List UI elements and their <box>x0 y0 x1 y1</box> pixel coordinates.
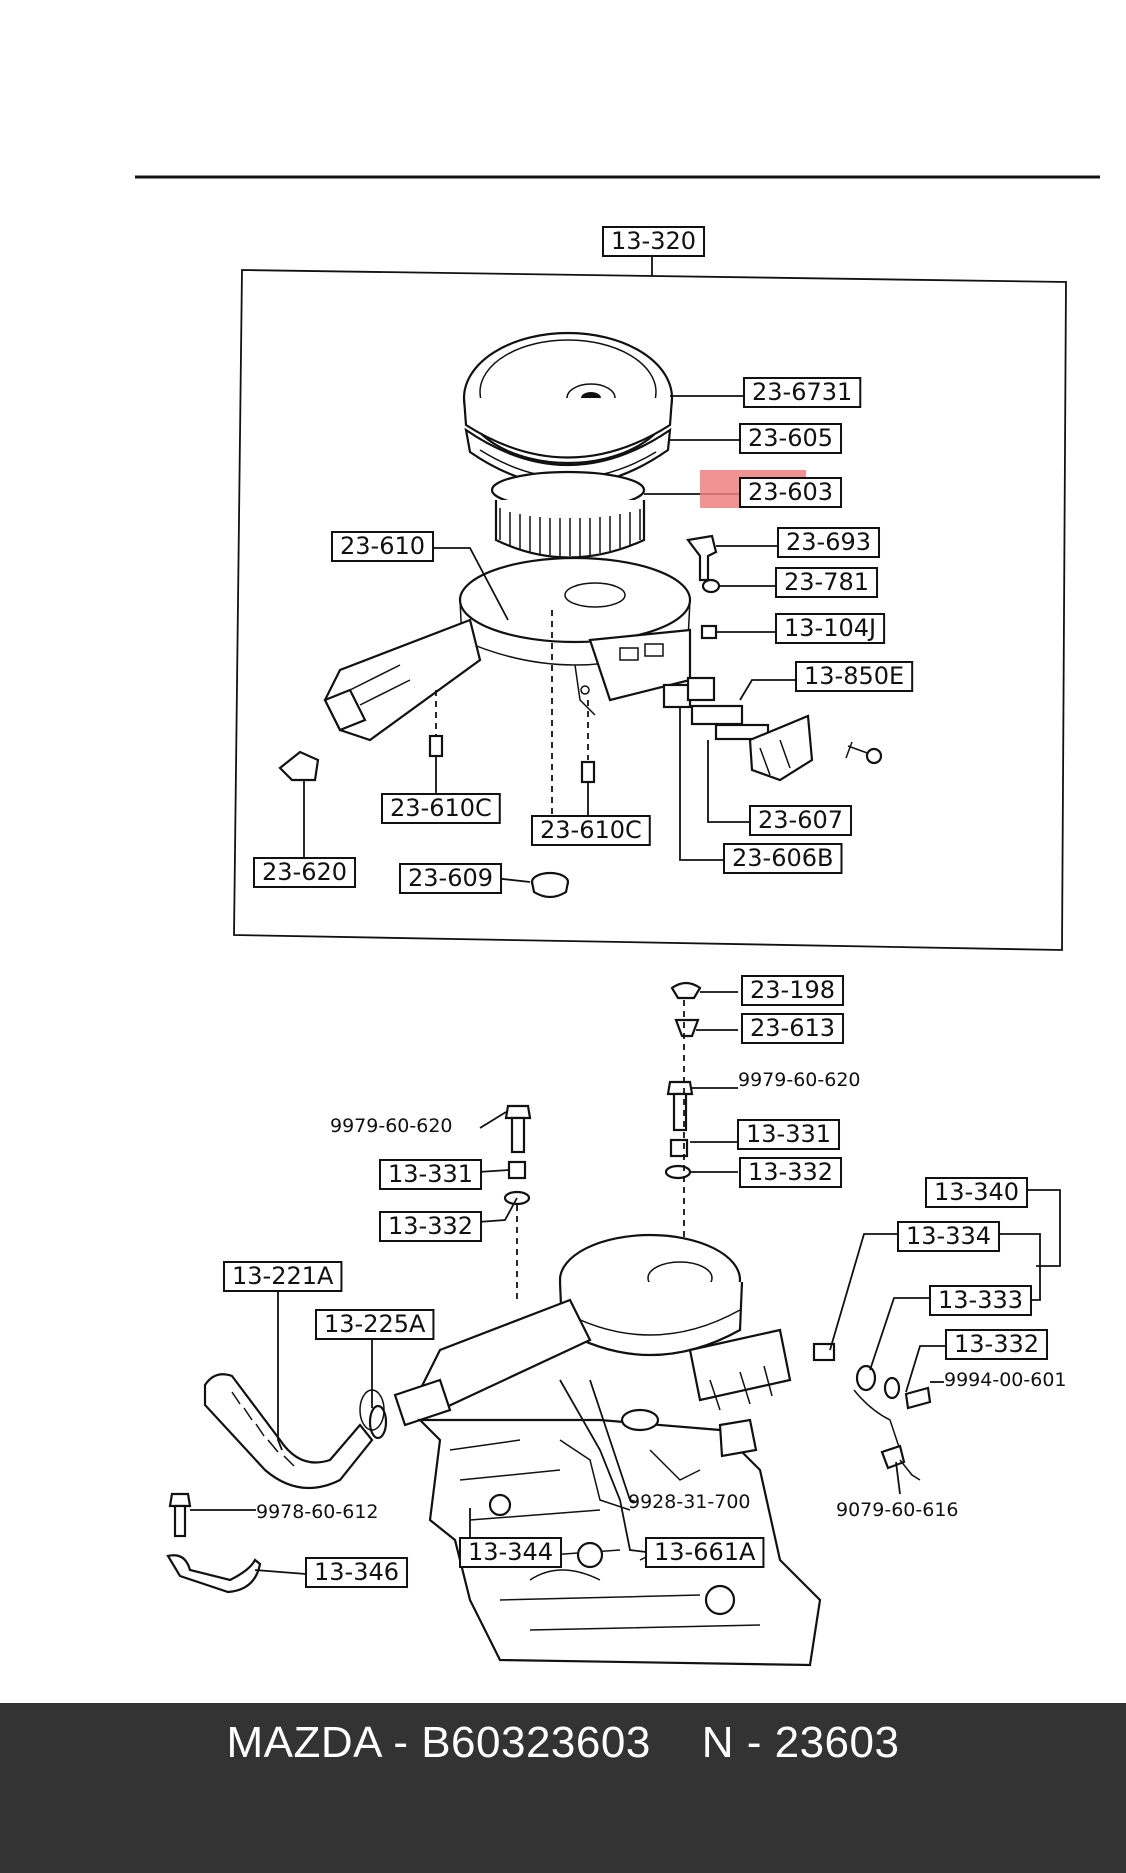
callout-label-13-334: 13-334 <box>906 1222 991 1250</box>
callout-label-23-198: 23-198 <box>750 976 835 1004</box>
air-duct-hose <box>203 1373 388 1490</box>
air-cleaner-housing <box>323 556 692 742</box>
callout-box <box>925 1177 1029 1208</box>
callout-box <box>315 1309 435 1340</box>
callout-label-13-332: 13-332 <box>388 1212 473 1240</box>
callout-box <box>741 975 845 1006</box>
callout-label-13-346: 13-346 <box>314 1558 399 1586</box>
engine-assembly <box>393 1233 822 1667</box>
callout-label-23-610: 23-610 <box>340 532 425 560</box>
callout-box <box>795 661 914 692</box>
air-filter-element <box>490 470 646 559</box>
callout-label-23-605: 23-605 <box>748 424 833 452</box>
callout-box <box>739 477 843 508</box>
callout-label-23-610c: 23-610C <box>540 816 642 844</box>
callout-box <box>381 793 501 824</box>
callout-label-23-620: 23-620 <box>262 858 347 886</box>
callout-box <box>723 843 843 874</box>
callout-box <box>775 613 886 644</box>
callout-label-13-333: 13-333 <box>938 1286 1023 1314</box>
callout-box <box>929 1285 1033 1316</box>
callout-box <box>602 226 706 257</box>
callout-box <box>379 1159 483 1190</box>
left-bolt-stack <box>166 1492 262 1594</box>
callout-label-13-332: 13-332 <box>954 1330 1039 1358</box>
callout-label-23-613: 23-613 <box>750 1014 835 1042</box>
callout-label-13-225a: 13-225A <box>324 1310 426 1338</box>
callout-label-23-6731: 23-6731 <box>752 378 852 406</box>
callout-label-9994-00-601: 9994-00-601 <box>944 1369 1067 1391</box>
callout-box <box>741 1013 845 1044</box>
callout-label-13-104j: 13-104J <box>784 614 876 642</box>
right-bracket-parts <box>812 1342 932 1481</box>
small-fittings <box>278 534 883 899</box>
callout-label-13-221a: 13-221A <box>232 1262 334 1290</box>
callout-box <box>645 1537 765 1568</box>
callout-box <box>379 1211 483 1242</box>
callout-label-13-850e: 13-850E <box>804 662 904 690</box>
callout-box <box>459 1537 563 1568</box>
leader-lines <box>190 395 1061 1575</box>
callout-label-13-331: 13-331 <box>746 1120 831 1148</box>
callout-label-9979-60-620: 9979-60-620 <box>738 1069 861 1091</box>
callout-box <box>399 863 503 894</box>
callout-box <box>739 423 843 454</box>
callout-label-13-344: 13-344 <box>468 1538 553 1566</box>
callout-label-23-693: 23-693 <box>786 528 871 556</box>
callout-box <box>743 377 862 408</box>
air-cleaner-cover <box>462 331 674 465</box>
callout-label-9928-31-700: 9928-31-700 <box>628 1491 751 1513</box>
footer-bar: MAZDA - B60323603 N - 23603 <box>0 1703 1126 1873</box>
callout-box <box>305 1557 409 1588</box>
callout-box <box>749 805 853 836</box>
callout-labels: 13-320 23-6731 23-605 23-603 23-693 23-781 13-… <box>223 226 1067 1588</box>
callout-label-23-610c: 23-610C <box>390 794 492 822</box>
callout-label-9978-60-612: 9978-60-612 <box>256 1501 379 1523</box>
callout-label-13-332: 13-332 <box>748 1158 833 1186</box>
callout-box <box>945 1329 1049 1360</box>
callout-box <box>253 857 357 888</box>
callout-box <box>777 527 881 558</box>
callout-box <box>531 815 651 846</box>
callout-box <box>775 567 879 598</box>
callout-box <box>897 1221 1001 1252</box>
upper-bolt-stack <box>503 981 702 1206</box>
callout-label-23-606b: 23-606B <box>732 844 833 872</box>
callout-label-13-331: 13-331 <box>388 1160 473 1188</box>
callout-label-13-340: 13-340 <box>934 1178 1019 1206</box>
callout-box <box>737 1119 841 1150</box>
callout-label-23-609: 23-609 <box>408 864 493 892</box>
assembly-frame <box>233 269 1067 951</box>
callout-label-9079-60-616: 9079-60-616 <box>836 1499 959 1521</box>
callout-label-23-603: 23-603 <box>748 478 833 506</box>
callout-label-13-661a: 13-661A <box>654 1538 756 1566</box>
parts-diagram: 13-320 23-6731 23-605 23-603 23-693 23-781 13-… <box>135 175 1100 1667</box>
callout-label-9979-60-620: 9979-60-620 <box>330 1115 453 1137</box>
callout-box <box>739 1157 843 1188</box>
callout-label-23-607: 23-607 <box>758 806 843 834</box>
callout-box <box>331 531 435 562</box>
callout-label-13-320: 13-320 <box>611 227 696 255</box>
callout-label-23-781: 23-781 <box>784 568 869 596</box>
callout-box <box>223 1261 343 1292</box>
footer-part-number: MAZDA - B60323603 N - 23603 <box>226 1718 900 1767</box>
